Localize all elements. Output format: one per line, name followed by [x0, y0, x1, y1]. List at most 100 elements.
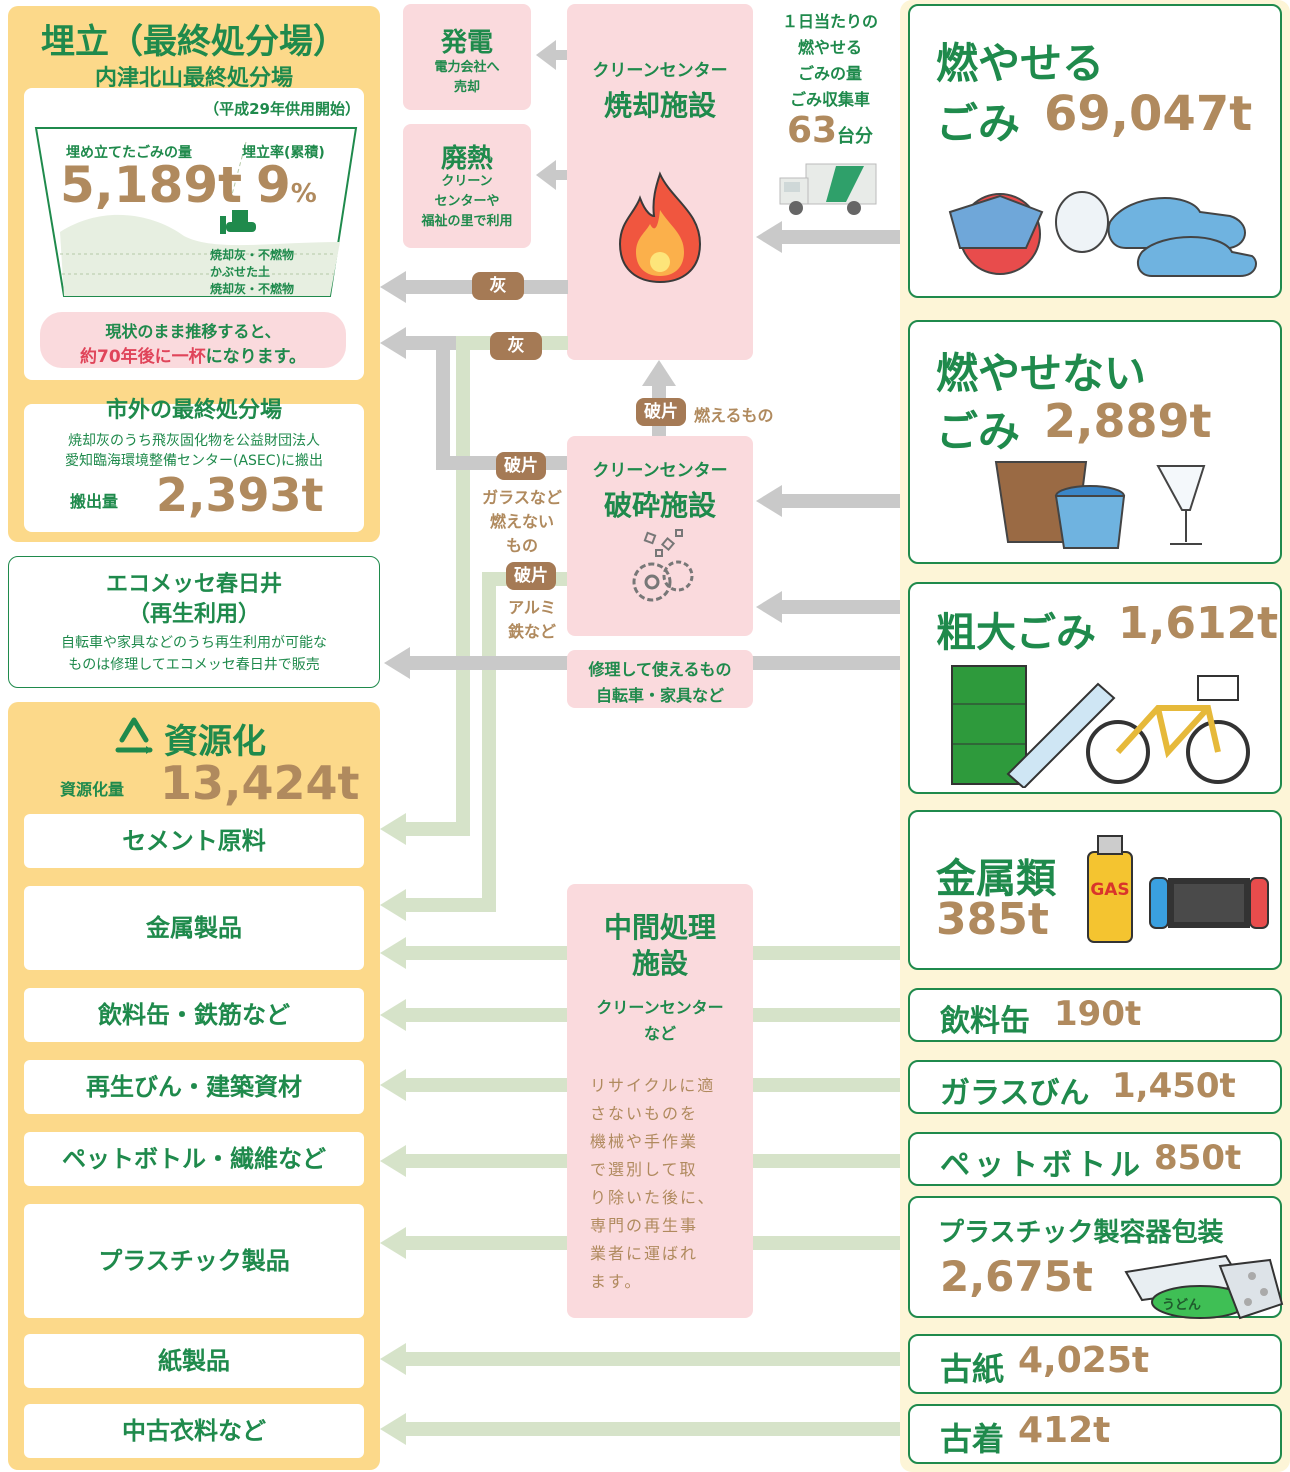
trucks-count: 63	[786, 110, 838, 151]
source-paper	[908, 1334, 1282, 1394]
landfill-site-since: （平成29年供用開始）	[204, 100, 360, 118]
tag-frag-metal: 破片	[506, 562, 556, 590]
arrow-head-bulky	[756, 591, 782, 623]
middle-desc-line: ます。	[590, 1272, 643, 1291]
heat-desc2: センターや	[434, 194, 500, 209]
trucks-line4: ごみ収集車	[789, 90, 870, 109]
crusher-title1: クリーンセンター	[592, 461, 728, 481]
arrow-to-power	[556, 50, 568, 60]
line-cement-horizontal	[400, 822, 470, 836]
glass-label: ガラスびん	[940, 1076, 1090, 1111]
source-cans	[908, 988, 1282, 1042]
tag-frag-burn: 破片	[636, 398, 686, 426]
heat-desc1: クリーン	[441, 174, 493, 189]
arrow-clothes-in	[400, 1422, 900, 1436]
heat-box	[403, 124, 531, 248]
plastic-container-icon	[1124, 1254, 1284, 1320]
arrow-head-cans-in	[380, 999, 406, 1031]
arrow-head-nonburnable	[756, 485, 782, 517]
arrow-head-cement	[380, 813, 406, 845]
middle-title1: 中間処理	[603, 911, 716, 944]
tag-frag-glass: 破片	[496, 452, 546, 480]
frag-glass-l2: 燃えない	[489, 512, 554, 531]
middle-title2: 施設	[631, 947, 688, 980]
arrow-head-power	[536, 40, 556, 70]
arrow-head-metal-in	[380, 937, 406, 969]
arrow-ash2-gray	[400, 336, 460, 350]
line-cement-vertical	[456, 336, 470, 834]
rate-unit: %	[290, 179, 317, 209]
outside-desc1: 焼却灰のうち飛灰固化物を公益財団法人	[68, 433, 320, 449]
arrow-head-metal	[380, 889, 406, 921]
tag-ash2: 灰	[490, 332, 542, 360]
note-rest-text: になります。	[205, 347, 306, 367]
game-console-icon	[1149, 877, 1269, 929]
landfill-cross-section	[34, 127, 358, 297]
middle-desc: リサイクルに適 さないものを 機械や手作業 で選別して取 り除いた後に、 専門の…	[590, 1072, 740, 1296]
middle-sub2: など	[643, 1024, 676, 1043]
arrow-bulky-in	[780, 600, 900, 614]
resource-item-glass: 再生びん・建築資材	[24, 1060, 364, 1114]
arrow-head-ash1	[380, 271, 406, 303]
trucks-count-row: 63台分	[760, 110, 900, 151]
paper-label: 古紙	[940, 1350, 1005, 1388]
middle-desc-line: リサイクルに適	[590, 1076, 716, 1095]
arrow-burnable-in	[780, 230, 900, 244]
heat-title: 廃熱	[440, 144, 493, 174]
frag-metal-l1: アルミ	[508, 598, 556, 617]
power-box	[403, 4, 531, 110]
clothes-value: 412t	[1018, 1410, 1111, 1451]
incinerator-title1: クリーンセンター	[592, 61, 728, 81]
resource-item-plastic: プラスチック製品	[24, 1204, 364, 1318]
rate-label: 埋立率(累積)	[242, 145, 325, 161]
incinerator-title2: 焼却施設	[603, 89, 716, 122]
clothes-label: 古着	[940, 1420, 1005, 1458]
line-glass-vertical	[436, 336, 450, 470]
outside-amount-label: 搬出量	[70, 492, 119, 511]
arrow-head-pet-in	[380, 1145, 406, 1177]
arrow-head-heat	[536, 160, 556, 190]
outside-title: 市外の最終処分場	[105, 398, 282, 423]
ecomesse-title2: （再生利用）	[127, 602, 260, 627]
trucks-line1: １日当たりの	[781, 12, 878, 31]
middle-desc-line: 専門の再生事	[590, 1216, 699, 1235]
crusher-title2: 破砕施設	[603, 489, 716, 522]
nonburnable-value: 2,889t	[1044, 394, 1212, 448]
spray-can-label: GAS	[1090, 880, 1130, 900]
arrow-head-ash2	[380, 327, 406, 359]
trucks-unit: 台分	[837, 126, 874, 147]
arrow-head-paper-in	[380, 1343, 406, 1375]
spray-can-icon	[1087, 835, 1133, 943]
gear-icon	[632, 529, 694, 602]
recycle-icon	[115, 717, 153, 754]
middle-desc-line: で選別して取	[590, 1160, 698, 1179]
frag-metal-l2: 鉄など	[507, 622, 556, 641]
middle-facility-box	[567, 884, 753, 1318]
resource-amount-value: 13,424t	[160, 756, 360, 810]
cans-value: 190t	[1054, 994, 1142, 1034]
repair-line1: 修理して使えるもの	[588, 660, 732, 679]
landfill-title: 埋立（最終処分場）	[41, 22, 347, 62]
arrow-to-heat	[556, 170, 568, 180]
resource-item-cement: セメント原料	[24, 814, 364, 868]
bulky-value: 1,612t	[1118, 598, 1279, 649]
note-line2: 約70年後に一杯になります。	[40, 342, 346, 367]
outside-landfill-card	[24, 404, 364, 532]
bulky-waste-icon	[951, 665, 1250, 788]
filled-label: 埋め立てたごみの量	[66, 145, 192, 161]
cans-label: 飲料缶	[940, 1004, 1030, 1039]
source-pet	[908, 1132, 1282, 1186]
arrow-head-burnable	[756, 221, 782, 253]
landfill-note-bubble	[40, 312, 346, 368]
garbage-truck-icon	[779, 163, 877, 215]
arrow-head-repair	[384, 647, 410, 679]
note-line1: 現状のまま推移すると、	[105, 322, 281, 341]
paper-value: 4,025t	[1018, 1340, 1150, 1381]
ecomesse-title1: エコメッセ春日井	[105, 572, 282, 597]
glass-value: 1,450t	[1112, 1066, 1236, 1106]
pet-value: 850t	[1154, 1138, 1242, 1178]
layer-ash-bottom: 焼却灰・不燃物	[210, 282, 295, 296]
resource-item-clothes: 中古衣料など	[24, 1404, 364, 1458]
burnable-value: 69,047t	[1044, 86, 1253, 142]
power-desc2: 売却	[453, 80, 480, 95]
